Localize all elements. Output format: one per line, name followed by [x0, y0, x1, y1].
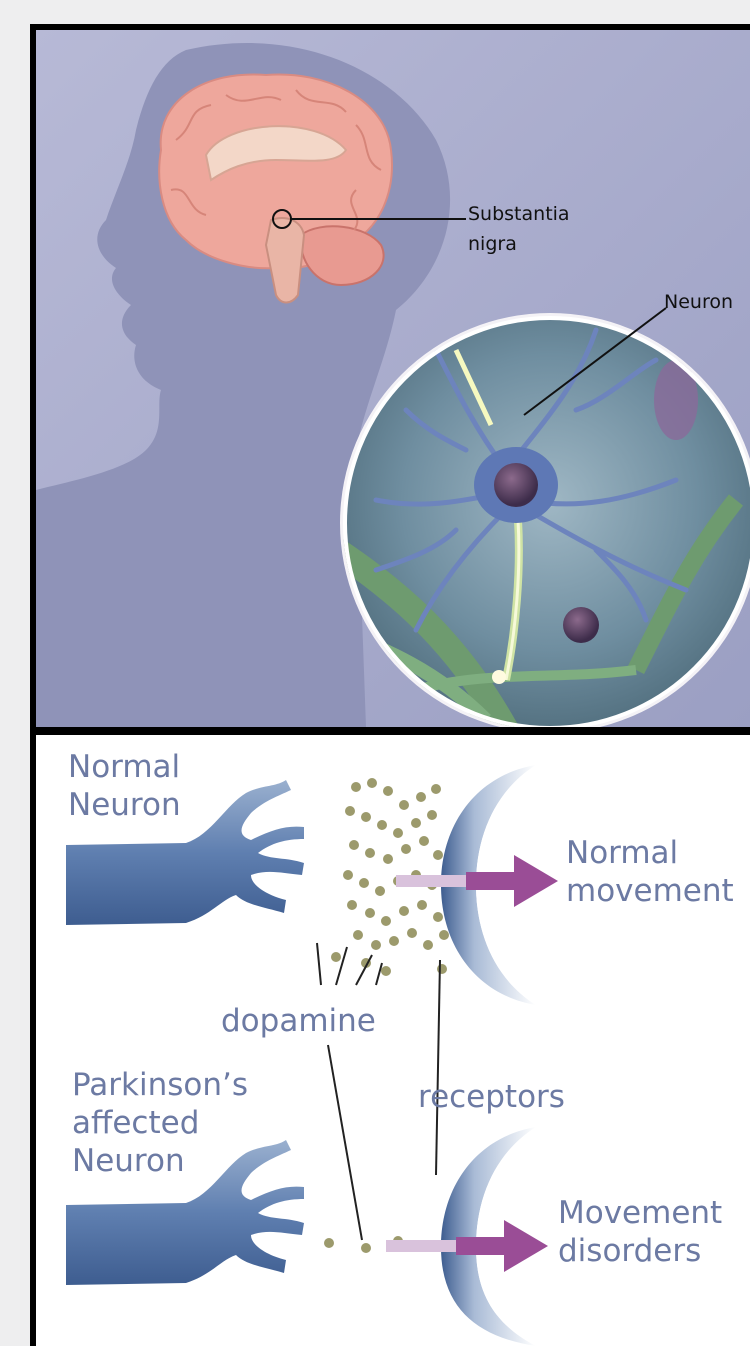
parkinsons-neuron-label-3: Neuron [72, 1143, 185, 1179]
movement-disorders-label-2: disorders [558, 1233, 701, 1269]
substantia-nigra-label-2: nigra [468, 233, 517, 255]
parkinsons-signal-bar [386, 1240, 456, 1252]
dopamine-diagram-panel: Normal Neuron Normal movement dopamine P… [36, 735, 750, 1346]
parkinsons-arrow-shaft [456, 1237, 504, 1255]
neuron-label: Neuron [664, 291, 733, 313]
normal-signal-bar [396, 875, 466, 887]
parkinsons-neuron-label: Parkinson’s [72, 1067, 248, 1103]
normal-arrow-shaft [466, 872, 514, 890]
parkinsons-neuron-label-2: affected [72, 1105, 199, 1141]
normal-movement-label: Normal [566, 835, 678, 871]
substantia-nigra-label: Substantia [468, 203, 570, 225]
brain-illustration: Substantia nigra [36, 30, 750, 727]
normal-movement-label-2: movement [566, 873, 734, 909]
neuron-nucleus [494, 463, 538, 507]
movement-disorders-label: Movement [558, 1195, 722, 1231]
normal-neuron-label-2: Neuron [68, 787, 181, 823]
dopamine-label: dopamine [221, 1003, 376, 1039]
figure-frame: Substantia nigra [30, 24, 750, 1346]
brain-illustration-panel: Substantia nigra [36, 30, 750, 727]
dopamine-diagram: Normal Neuron Normal movement dopamine P… [36, 735, 750, 1346]
receptors-label: receptors [418, 1079, 565, 1115]
normal-neuron-label: Normal [68, 749, 180, 785]
